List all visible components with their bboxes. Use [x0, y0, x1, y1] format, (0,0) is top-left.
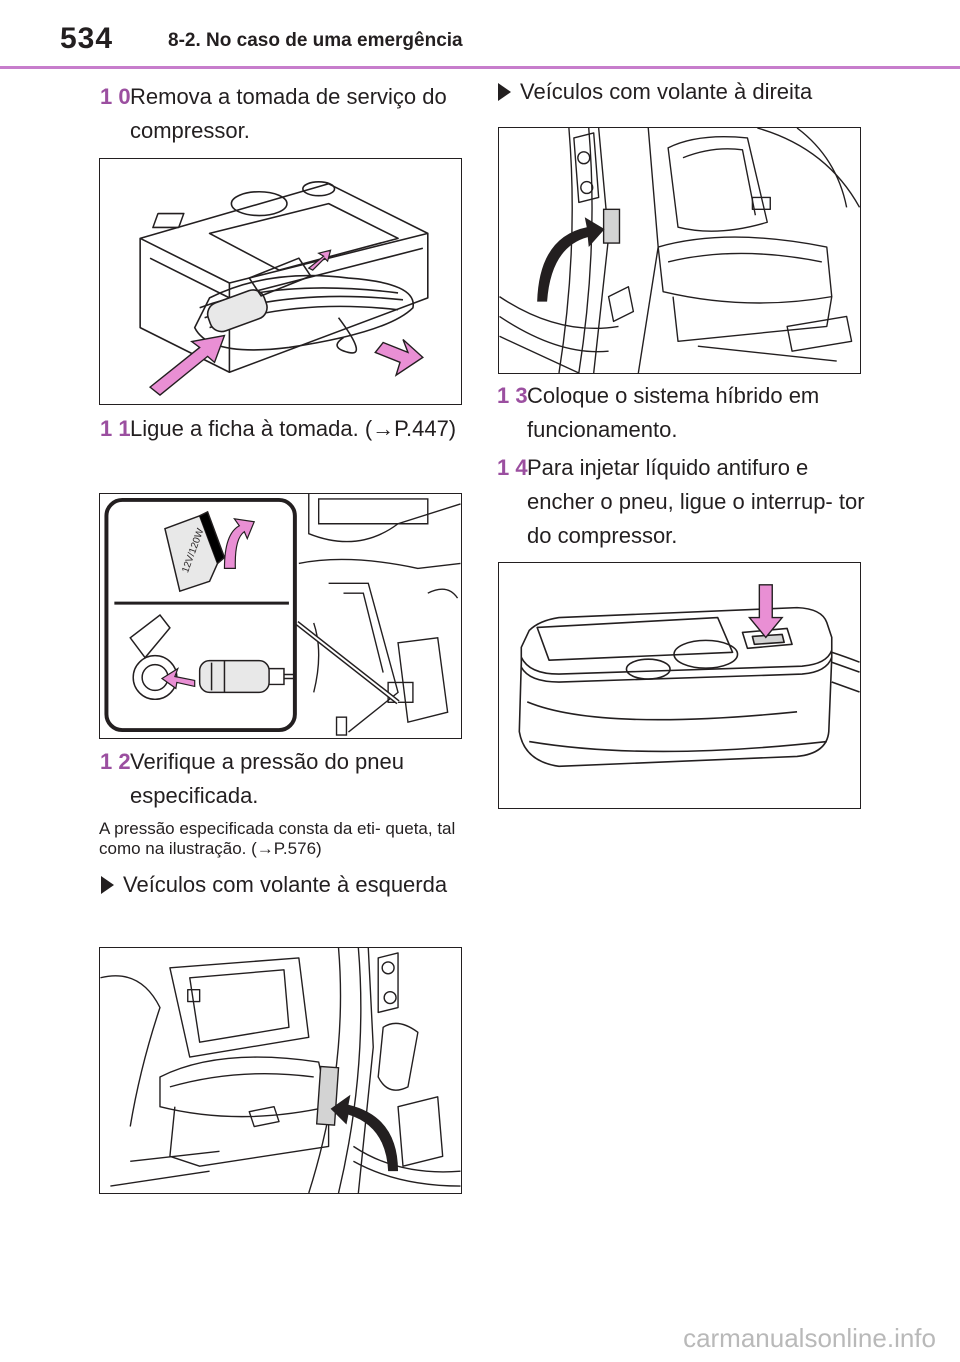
- plug-socket-illustration: 12V/120W: [104, 494, 461, 736]
- step-number: 1 2: [100, 749, 131, 774]
- step-12: 1 2 Verifique a pressão do pneu especifi…: [100, 745, 470, 815]
- bullet-triangle-icon: [101, 876, 114, 894]
- arrow-left-icon: [148, 334, 226, 396]
- curved-arrow-icon: [537, 217, 605, 302]
- figure-compressor-switch: [498, 562, 861, 809]
- figure-lhd-door-label: [99, 947, 462, 1194]
- figure-rhd-door-label: [498, 127, 861, 374]
- bullet-triangle-icon: [498, 83, 511, 101]
- step-text: Para injetar líquido antifuro e encher o…: [527, 455, 865, 548]
- step-number: 1 1: [100, 416, 131, 441]
- lhd-door-illustration: [100, 948, 461, 1193]
- arrow-right-icon: [374, 339, 424, 377]
- figure-compressor-outlet: [99, 158, 462, 405]
- step-text: Ligue a ficha à tomada. (→P.447): [130, 416, 457, 441]
- compressor-illustration: [139, 181, 429, 396]
- step-14: 1 4 Para injetar líquido antifuro e ench…: [497, 451, 867, 561]
- header-divider: [0, 66, 960, 69]
- press-arrow-icon: [747, 584, 784, 639]
- insert-arrow-icon: [160, 667, 196, 690]
- compressor-switch-illustration: [518, 584, 860, 768]
- bullet-left-hand-drive: Veículos com volante à esquerda: [99, 868, 469, 938]
- figure-plug-socket: 12V/120W: [99, 493, 462, 739]
- bullet-right-hand-drive: Veículos com volante à direita: [496, 75, 866, 115]
- bullet-text: Veículos com volante à direita: [520, 79, 813, 104]
- pull-arrow-icon: [307, 249, 332, 271]
- rhd-door-illustration: [499, 128, 860, 373]
- pressure-note: A pressão especificada consta da eti- qu…: [99, 819, 456, 858]
- step-13: 1 3 Coloque o sistema híbrido em funcion…: [497, 379, 867, 449]
- step-11: 1 1 Ligue a ficha à tomada. (→P.447): [100, 412, 470, 482]
- step-text: Verifique a pressão do pneu especificada…: [130, 749, 404, 808]
- curved-arrow-icon: [330, 1094, 399, 1172]
- step-number: 1 3: [497, 383, 528, 408]
- step-number: 1 4: [497, 455, 528, 480]
- step-text: Coloque o sistema híbrido em funcionamen…: [527, 383, 820, 442]
- bullet-text: Veículos com volante à esquerda: [123, 872, 448, 897]
- section-title: 8-2. No caso de uma emergência: [168, 30, 463, 51]
- watermark: carmanualsonline.info: [683, 1323, 936, 1353]
- page-number: 534: [60, 22, 114, 55]
- tire-pressure-label: [602, 208, 621, 244]
- step-text: Remova a tomada de serviço do compressor…: [130, 84, 447, 143]
- step-number: 1 0: [100, 84, 131, 109]
- tire-pressure-label: [315, 1065, 340, 1126]
- lift-arrow-icon: [223, 517, 256, 569]
- step-10: 1 0 Remova a tomada de serviço do compre…: [100, 80, 470, 150]
